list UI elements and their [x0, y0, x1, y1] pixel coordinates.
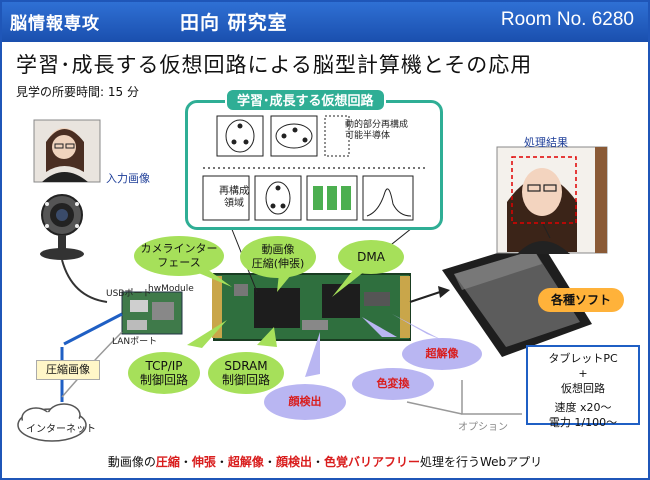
result-label: 処理結果: [524, 136, 568, 149]
footer-face: 顔検出: [275, 455, 312, 469]
reconfig-area-line1: 再構成: [219, 186, 249, 197]
tablet-info-box: タブレットPC + 仮想回路 速度 x20～ 電力 1/100～: [526, 345, 640, 429]
tablet-line5: 電力 1/100～: [548, 416, 618, 429]
virtual-circuit-label: 学習･成長する仮想回路: [225, 88, 386, 112]
department-label: 脳情報専攻: [10, 14, 100, 34]
input-person-photo: [33, 119, 101, 183]
reconfig-note-line2: 可能半導体: [345, 131, 391, 141]
super-resolution-text: 超解像: [425, 347, 459, 360]
compressed-image-label: 圧縮画像: [36, 360, 100, 380]
footer-part1: 動画像の: [107, 455, 156, 469]
reconfig-device-note: 動的部分再構成 可能半導体: [345, 120, 408, 142]
lab-name: 田向 研究室: [180, 12, 288, 34]
footer-sep4: ・: [311, 455, 324, 469]
video-line1: 動画像: [261, 243, 295, 256]
dma-text: DMA: [357, 250, 385, 264]
room-number: Room No. 6280: [500, 9, 634, 30]
face-detect-bubble: 顔検出: [264, 384, 346, 420]
footer-caption: 動画像の圧縮・伸張・超解像・顔検出・色覚バリアフリー処理を行うWebアプリ: [2, 453, 648, 470]
header-bar: 脳情報専攻 田向 研究室 Room No. 6280: [2, 2, 648, 42]
sdram-line1: SDRAM: [224, 359, 268, 373]
camera-if-line2: フェース: [157, 256, 201, 269]
dma-bubble: DMA: [338, 240, 404, 274]
module-board: [121, 291, 183, 335]
hw-module-label: hwModule: [148, 284, 194, 294]
reconfig-area-label: 再構成 領域: [214, 186, 254, 210]
face-detect-text: 顔検出: [288, 395, 322, 408]
sdram-line2: 制御回路: [221, 373, 270, 387]
tcpip-line1: TCP/IP: [145, 359, 183, 373]
super-resolution-bubble: 超解像: [402, 338, 482, 370]
fpga-board: [212, 273, 411, 341]
internet-cloud: [17, 403, 87, 442]
video-line2: 圧縮(伸張): [251, 257, 305, 270]
option-label: オプション: [458, 422, 508, 433]
software-tag: 各種ソフト: [538, 288, 624, 312]
lan-port-label: LANポート: [112, 337, 158, 347]
result-photo: [496, 146, 608, 254]
tablet-line1: タブレットPC: [548, 352, 618, 365]
color-convert-text: 色変換: [376, 377, 410, 390]
camera-if-line1: カメラインター: [140, 242, 218, 255]
camera-interface-bubble: カメラインターフェース: [134, 236, 224, 276]
tablet-line3: 仮想回路: [561, 382, 605, 395]
webcam-icon: [40, 194, 84, 260]
tablet-line4: 速度 x20～: [554, 401, 612, 414]
chip-diagram: [202, 115, 425, 221]
footer-sep3: ・: [263, 455, 276, 469]
tcpip-line2: 制御回路: [139, 373, 188, 387]
diagram-graphics: [17, 119, 608, 442]
video-compress-bubble: 動画像圧縮(伸張): [240, 236, 316, 278]
tablet-line2: +: [578, 367, 588, 380]
footer-sep2: ・: [215, 455, 228, 469]
footer-compress: 圧縮: [155, 455, 180, 469]
footer-expand: 伸張: [191, 455, 216, 469]
footer-sep1: ・: [179, 455, 192, 469]
reconfig-area-line2: 領域: [224, 198, 244, 209]
footer-barrierfree: 色覚バリアフリー: [323, 455, 420, 469]
footer-superres: 超解像: [227, 455, 264, 469]
usb-port-label: USBポート: [106, 289, 152, 299]
color-convert-bubble: 色変換: [352, 368, 434, 400]
internet-label: インターネット: [26, 424, 96, 435]
input-image-label: 入力画像: [106, 172, 150, 185]
tablet-device: [442, 240, 592, 357]
reconfig-note-line1: 動的部分再構成: [345, 120, 409, 130]
visit-duration: 見学の所要時間: 15 分: [16, 85, 139, 99]
footer-part2: 処理を行うWebアプリ: [419, 455, 543, 469]
page-title: 学習･成長する仮想回路による脳型計算機とその応用: [16, 53, 533, 77]
